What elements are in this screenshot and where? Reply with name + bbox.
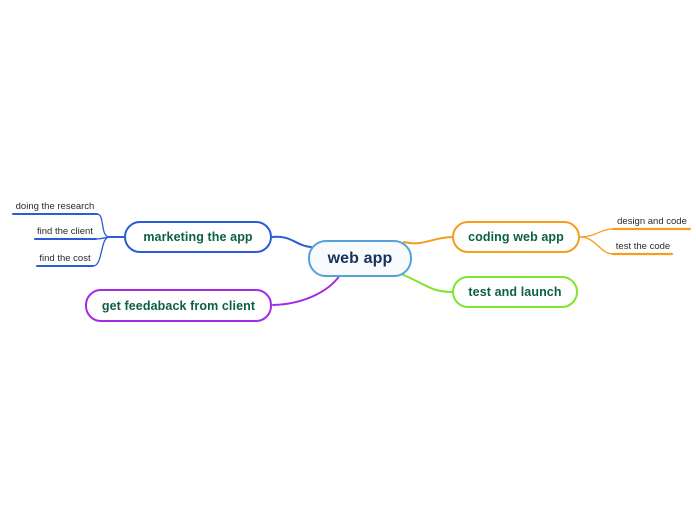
connector-root-feedback	[272, 274, 341, 306]
node-test-and-launch[interactable]: test and launch	[452, 276, 578, 308]
connector-marketing-child-3	[92, 236, 110, 267]
node-get-feedback-from-client[interactable]: get feedaback from client	[85, 289, 272, 322]
node-get-feedback-from-client-label: get feedaback from client	[101, 298, 256, 313]
connector-coding-child-1	[579, 228, 614, 238]
child-doing-the-research[interactable]: doing the research	[15, 201, 95, 212]
child-test-the-code[interactable]: test the code	[615, 241, 671, 252]
child-design-and-code[interactable]: design and code	[617, 216, 687, 227]
connector-root-test-launch	[400, 273, 453, 293]
node-coding-web-app[interactable]: coding web app	[452, 221, 580, 253]
child-find-the-cost[interactable]: find the cost	[39, 253, 91, 264]
node-marketing-the-app[interactable]: marketing the app	[124, 221, 272, 253]
connector-root-coding	[403, 236, 453, 245]
node-web-app[interactable]: web app	[308, 240, 412, 277]
connector-marketing-child-2	[95, 236, 110, 240]
connector-root-marketing	[271, 235, 312, 248]
connector-marketing-child-1	[96, 213, 110, 238]
connector-coding-child-2	[579, 236, 614, 255]
child-find-the-client[interactable]: find the client	[37, 226, 93, 237]
node-marketing-the-app-label: marketing the app	[143, 230, 253, 244]
node-coding-web-app-label: coding web app	[468, 230, 564, 244]
node-test-and-launch-label: test and launch	[468, 285, 562, 299]
node-web-app-label: web app	[327, 249, 393, 267]
